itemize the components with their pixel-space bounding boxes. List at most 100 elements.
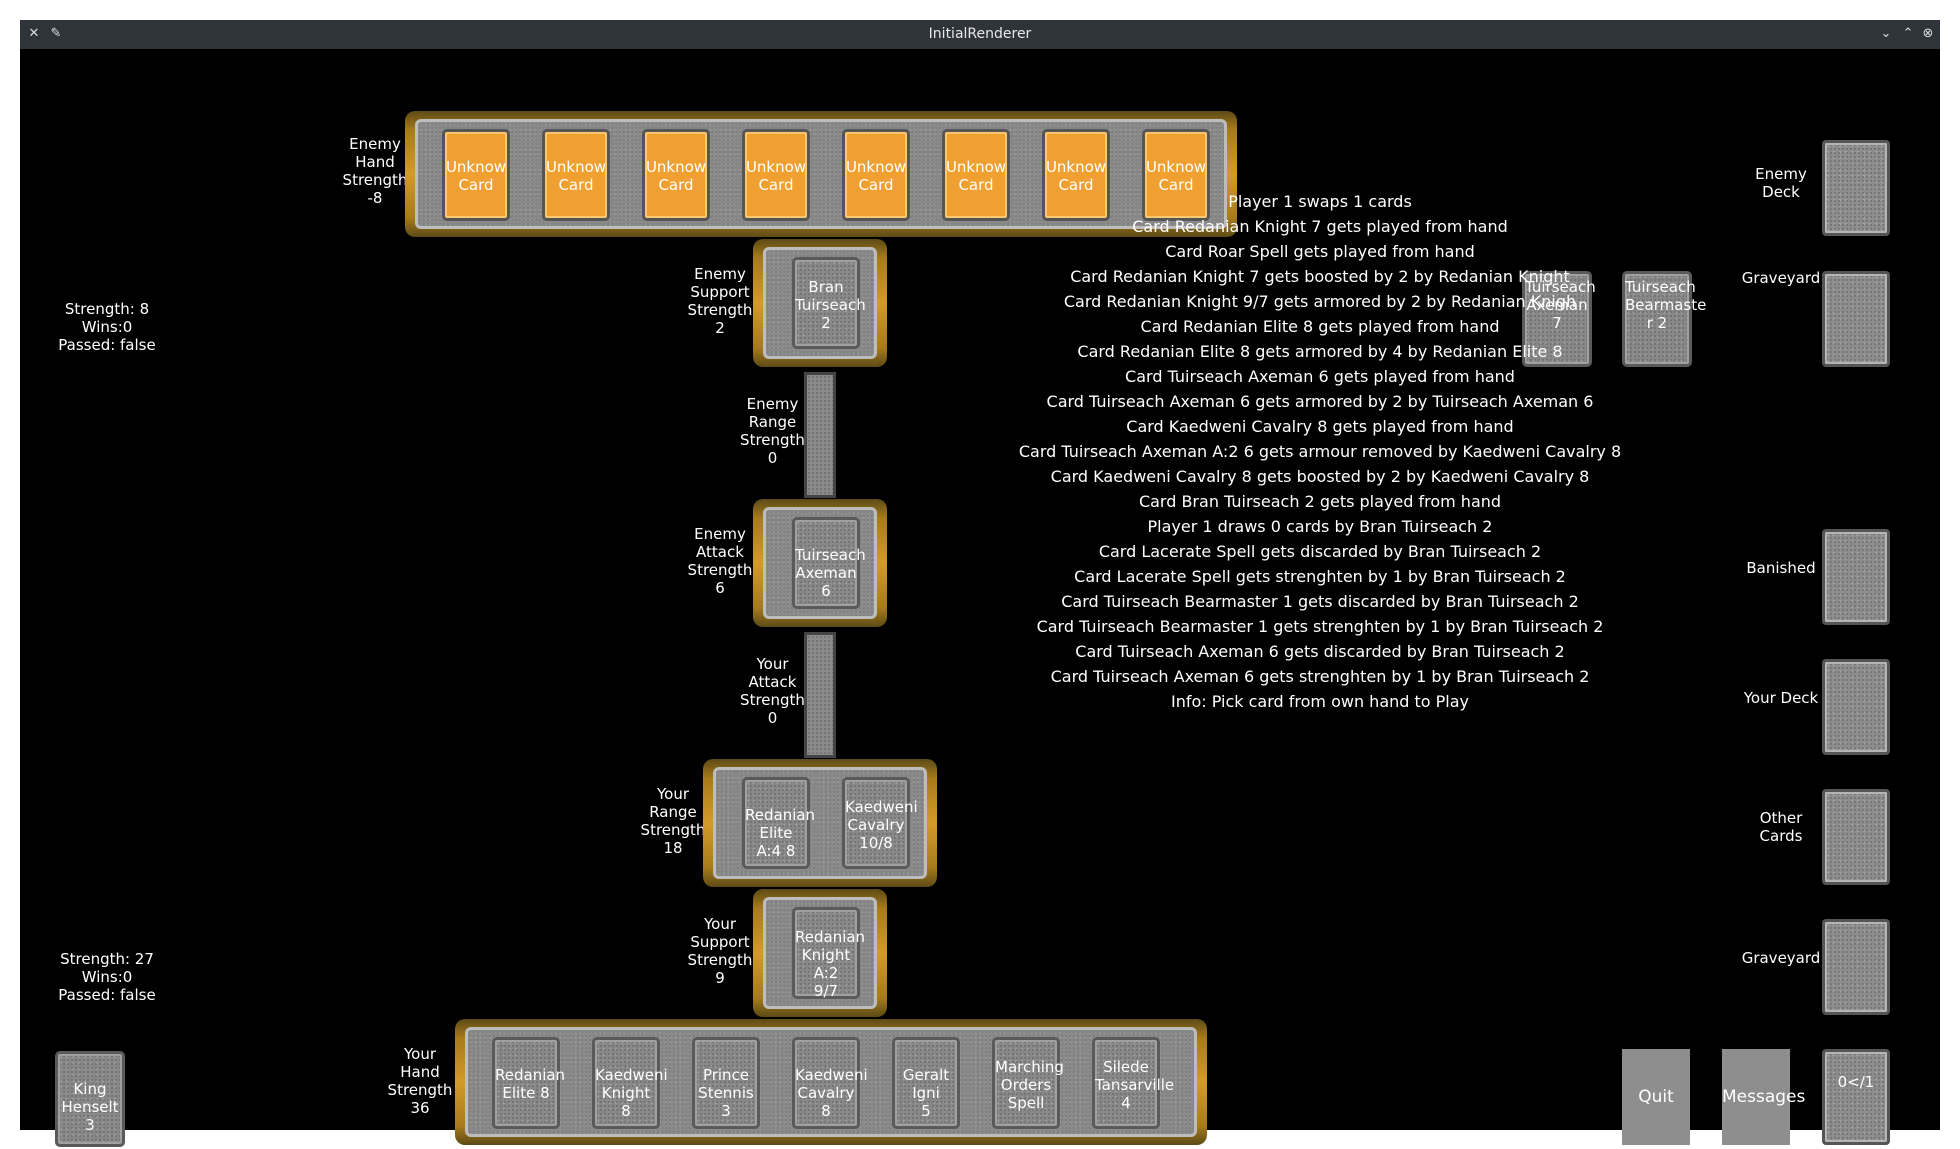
enemy-attack-card[interactable]: Tuirseach Axeman 6 [792, 517, 866, 609]
enemy-hand-card[interactable]: Unknow Card [542, 129, 610, 221]
log-line: Card Lacerate Spell gets discarded by Br… [1098, 542, 1542, 561]
your-support-label: Your Support Strength 9 [687, 915, 753, 987]
app-icon: ✕ [28, 26, 40, 41]
log-line: Card Tuirseach Axeman A:2 6 gets armour … [1018, 442, 1622, 461]
enemy-range-row[interactable] [804, 372, 836, 498]
enemy-hand-card[interactable]: Unknow Card [1042, 129, 1110, 221]
log-line: Card Redanian Elite 8 gets played from h… [1140, 317, 1500, 336]
card-name: Unknow Card [945, 158, 1007, 194]
card-name: Tuirseach Axeman 6 [795, 546, 866, 600]
log-line: Card Tuirseach Axeman 6 gets played from… [1125, 367, 1515, 386]
enemy-hand-card[interactable]: Unknow Card [942, 129, 1010, 221]
log-line: Card Redanian Knight 7 gets played from … [1132, 217, 1508, 236]
card-name: Unknow Card [445, 158, 507, 194]
card-name: Unknow Card [545, 158, 607, 194]
maximize-icon[interactable]: ⌃ [1902, 26, 1914, 41]
log-line: Card Redanian Knight 9/7 gets armored by… [1063, 292, 1577, 311]
enemy-support-card[interactable]: Bran Tuirseach 2 [792, 257, 866, 349]
enemy-range-label: Enemy Range Strength 0 [740, 395, 805, 467]
turn-counter-text: 0</1 [1837, 1073, 1875, 1091]
your-hand-card[interactable]: Redanian Elite 8 [492, 1037, 566, 1129]
your-passed: Passed: false [58, 986, 156, 1004]
card-name: Geralt Igni 5 [902, 1066, 950, 1120]
quit-button[interactable]: Quit [1622, 1049, 1690, 1145]
card-name: Marching Orders Spell [995, 1058, 1064, 1112]
log-line: Card Roar Spell gets played from hand [1165, 242, 1475, 261]
your-hand-card[interactable]: Prince Stennis 3 [692, 1037, 760, 1129]
log-line: Card Tuirseach Bearmaster 1 gets discard… [1061, 592, 1579, 611]
minimize-icon[interactable]: ⌄ [1880, 26, 1892, 41]
game-window: ✕ ✎ InitialRenderer ⌄ ⌃ ⊗ Strength: 8 Wi… [20, 20, 1940, 1147]
card-name: Redanian Elite 8 [495, 1066, 566, 1102]
enemy-deck-label: Enemy Deck [1755, 165, 1807, 201]
your-range-label: Your Range Strength 18 [640, 785, 706, 857]
your-range-card[interactable]: Kaedweni Cavalry 10/8 [842, 777, 918, 869]
your-strength: Strength: 27 [60, 950, 154, 968]
log-line: Card Tuirseach Axeman 6 gets strenghten … [1050, 667, 1590, 686]
enemy-hand-card[interactable]: Unknow Card [442, 129, 510, 221]
log-line: Info: Pick card from own hand to Play [1170, 692, 1470, 711]
other-cards-pile[interactable] [1822, 789, 1890, 885]
enemy-strength: Strength: 8 [64, 300, 150, 318]
enemy-hand-card[interactable]: Unknow Card [842, 129, 910, 221]
your-hand-card[interactable]: Marching Orders Spell [992, 1037, 1064, 1129]
card-name: Silede Tansarville 4 [1095, 1058, 1175, 1112]
log-line: Card Redanian Elite 8 gets armored by 4 … [1077, 342, 1563, 361]
card-name: Unknow Card [745, 158, 807, 194]
enemy-deck-pile[interactable] [1822, 140, 1890, 236]
log-line: Card Kaedweni Cavalry 8 gets played from… [1126, 417, 1514, 436]
your-hand-label: Your Hand Strength 36 [387, 1045, 453, 1117]
enemy-stats: Strength: 8 Wins:0 Passed: false [37, 300, 177, 354]
card-name: Kaedweni Cavalry 8 [795, 1066, 868, 1120]
enemy-graveyard-pile[interactable] [1822, 271, 1890, 367]
log-line: Player 1 draws 0 cards by Bran Tuirseach… [1147, 517, 1493, 536]
your-support-card[interactable]: Redanian Knight A:2 9/7 [792, 907, 866, 1000]
log-line: Card Bran Tuirseach 2 gets played from h… [1138, 492, 1502, 511]
your-hand-card[interactable]: Silede Tansarville 4 [1092, 1037, 1175, 1129]
your-deck-pile[interactable] [1822, 659, 1890, 755]
your-attack-row[interactable] [804, 632, 836, 758]
your-hand-card[interactable]: Geralt Igni 5 [892, 1037, 960, 1129]
your-hand-card[interactable]: Kaedweni Cavalry 8 [792, 1037, 868, 1129]
enemy-graveyard-label: Graveyard [1741, 269, 1821, 287]
close-icon[interactable]: ⊗ [1922, 26, 1934, 41]
card-name: Unknow Card [645, 158, 707, 194]
banished-pile[interactable] [1822, 529, 1890, 625]
your-hand-card[interactable]: Kaedweni Knight 8 [592, 1037, 668, 1129]
enemy-support-label: Enemy Support Strength 2 [687, 265, 753, 337]
banished-label: Banished [1746, 559, 1816, 577]
enemy-hand-card[interactable]: Unknow Card [1142, 129, 1210, 221]
your-graveyard-label: Graveyard [1741, 949, 1821, 967]
log-line: Card Redanian Knight 7 gets boosted by 2… [1070, 267, 1570, 286]
your-deck-label: Your Deck [1743, 689, 1819, 707]
enemy-hand-card[interactable]: Unknow Card [742, 129, 810, 221]
card-name: Redanian Elite A:4 8 [745, 806, 816, 860]
card-name: Kaedweni Cavalry 10/8 [845, 798, 918, 852]
log-line: Card Tuirseach Bearmaster 1 gets strengh… [1036, 617, 1604, 636]
card-name: Bran Tuirseach 2 [795, 278, 866, 332]
log-line: Card Kaedweni Cavalry 8 gets boosted by … [1050, 467, 1590, 486]
card-name: Unknow Card [1145, 158, 1207, 194]
card-name: Prince Stennis 3 [698, 1066, 754, 1120]
your-graveyard-pile[interactable] [1822, 919, 1890, 1015]
leader-card[interactable]: King Henselt 3 [55, 1051, 125, 1147]
enemy-graveyard-card[interactable]: Tuirseach Axeman 7 [1522, 271, 1596, 367]
log-line: Card Tuirseach Axeman 6 gets armored by … [1046, 392, 1594, 411]
title-bar: ✕ ✎ InitialRenderer ⌄ ⌃ ⊗ [20, 20, 1940, 49]
messages-button[interactable]: Messages [1722, 1049, 1805, 1145]
enemy-passed: Passed: false [58, 336, 156, 354]
card-name: Redanian Knight A:2 9/7 [795, 928, 866, 1000]
enemy-hand-card[interactable]: Unknow Card [642, 129, 710, 221]
game-board: Strength: 8 Wins:0 Passed: false Strengt… [20, 49, 1940, 1147]
window-title: InitialRenderer [928, 26, 1032, 42]
your-range-card[interactable]: Redanian Elite A:4 8 [742, 777, 816, 869]
enemy-wins: Wins:0 [81, 318, 133, 336]
log-line: Card Tuirseach Axeman 6 gets discarded b… [1075, 642, 1565, 661]
pin-icon[interactable]: ✎ [50, 26, 62, 41]
enemy-graveyard-card[interactable]: Tuirseach Bearmaste r 2 [1622, 271, 1706, 367]
card-name: Unknow Card [845, 158, 907, 194]
enemy-hand-label: Enemy Hand Strength -8 [342, 135, 408, 207]
your-wins: Wins:0 [81, 968, 133, 986]
other-cards-label: Other Cards [1759, 809, 1803, 845]
